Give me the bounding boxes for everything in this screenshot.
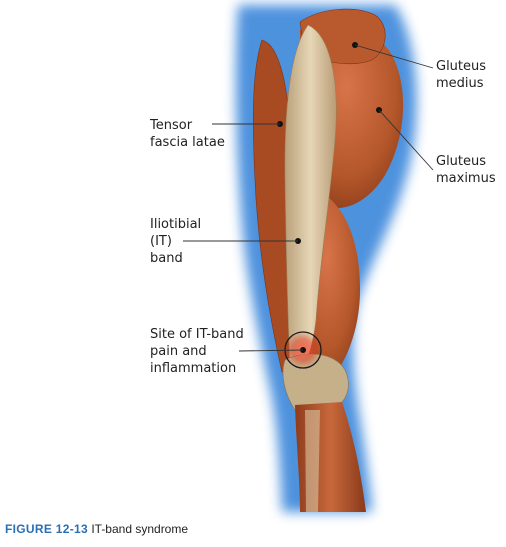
label-pain-site: Site of IT-band pain and inflammation	[150, 327, 244, 376]
tibia-tendon-shape	[305, 410, 320, 512]
leader-gluteus-maximus	[378, 109, 434, 171]
leader-gluteus-medius	[354, 44, 434, 69]
label-tensor-fascia-latae: Tensor fascia latae	[150, 118, 225, 150]
figure-caption: FIGURE 12-13 IT-band syndrome	[5, 522, 188, 536]
label-gluteus-maximus: Gluteus maximus	[436, 154, 496, 186]
label-gluteus-medius: Gluteus medius	[436, 59, 487, 91]
leader-pain-site	[238, 349, 304, 352]
figure-title: IT-band syndrome	[91, 522, 189, 536]
label-iliotibial-band: Iliotibial (IT) band	[150, 217, 202, 266]
figure-number: FIGURE 12-13	[5, 522, 88, 536]
